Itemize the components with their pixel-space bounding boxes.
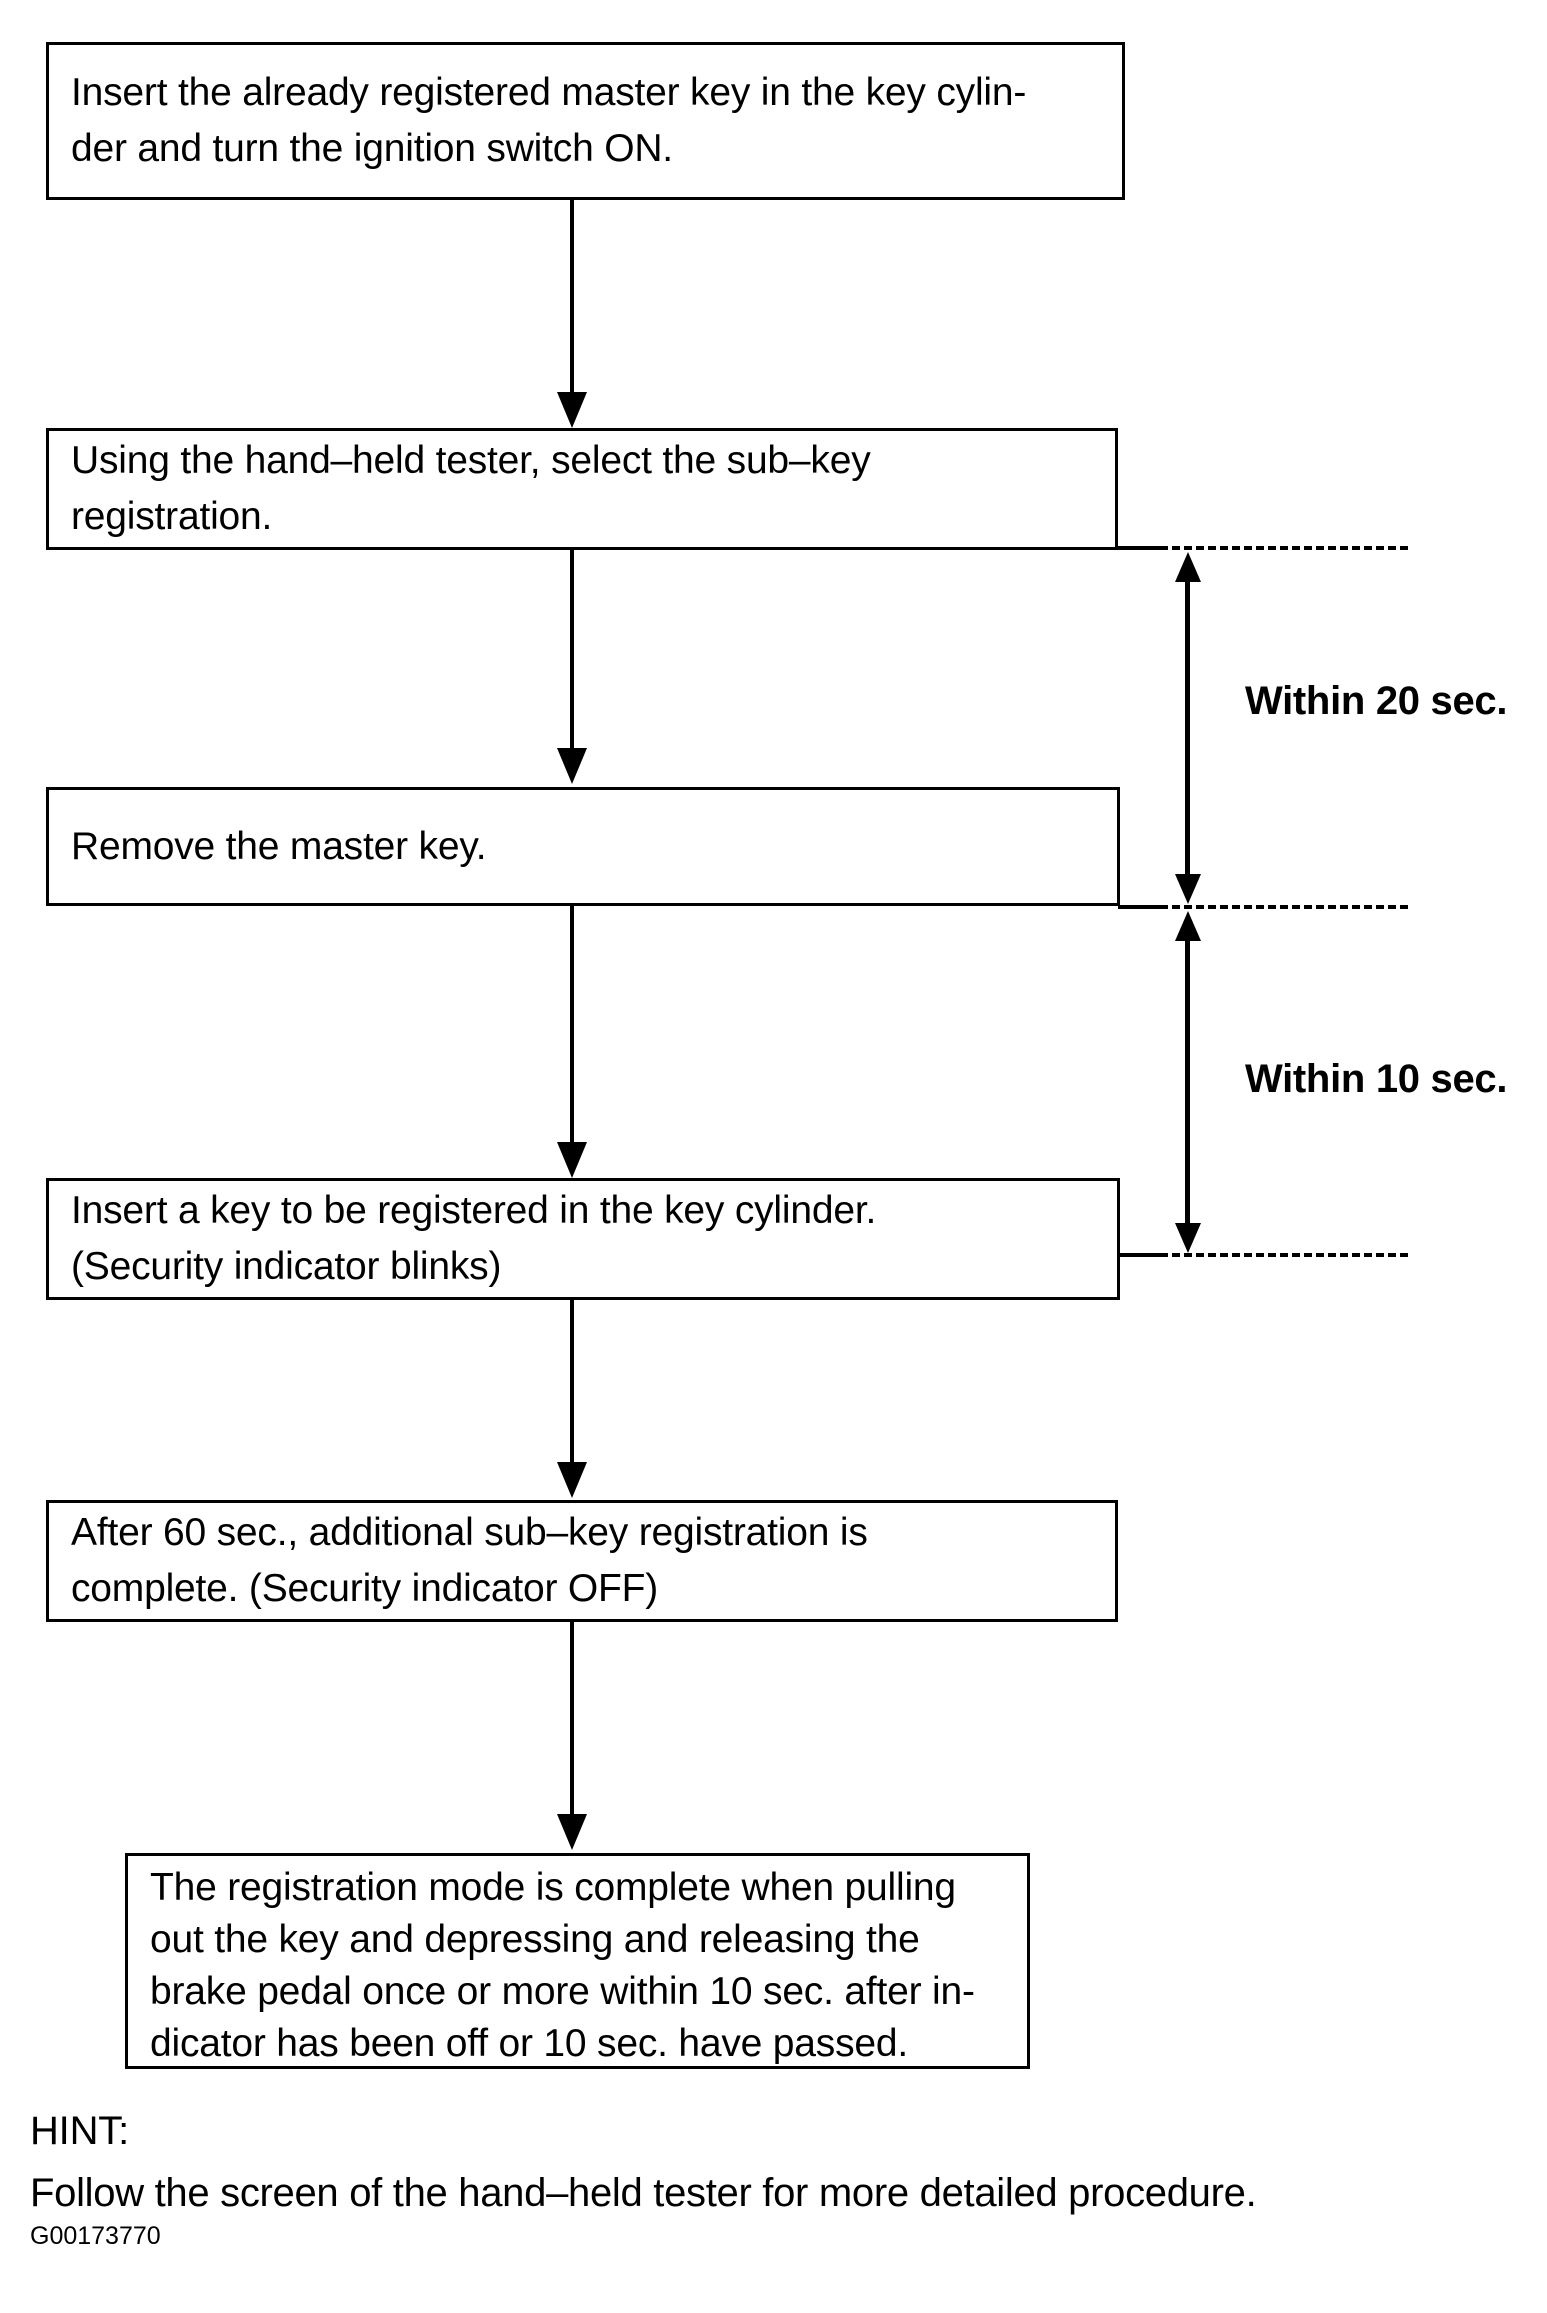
timing-20-top-arrowhead [1175, 552, 1201, 582]
flow-step-6-line-4: dicator has been off or 10 sec. have pas… [150, 2022, 908, 2065]
arrowhead-step2-to-step3 [557, 748, 587, 784]
arrowhead-step5-to-step6 [557, 1814, 587, 1850]
flow-step-1-line-2: der and turn the ignition switch ON. [71, 127, 673, 170]
flow-step-2-line-2: registration. [71, 495, 273, 538]
timing-10-axis-line [1185, 918, 1190, 1246]
timing-20-top-dashed-line [1160, 546, 1408, 550]
flow-step-1-box: Insert the already registered master key… [46, 42, 1125, 200]
timing-10-top-dashed-line [1160, 905, 1408, 909]
connector-step1-to-step2 [570, 200, 574, 396]
flow-step-6-line-1: The registration mode is complete when p… [150, 1866, 956, 1909]
connector-step4-to-step5 [570, 1300, 574, 1464]
flow-step-5-box: After 60 sec., additional sub–key regist… [46, 1500, 1118, 1622]
flow-step-6-box: The registration mode is complete when p… [125, 1853, 1030, 2069]
timing-10-label: Within 10 sec. [1245, 1057, 1508, 1101]
timing-20-top-solid-stub [1118, 546, 1166, 550]
document-code: G00173770 [30, 2222, 161, 2250]
flow-step-3-box: Remove the master key. [46, 787, 1120, 906]
connector-step2-to-step3 [570, 550, 574, 750]
timing-20-axis-line [1185, 560, 1190, 896]
timing-10-top-arrowhead [1175, 911, 1201, 941]
timing-10-top-solid-stub [1118, 905, 1166, 909]
flow-step-2-line-1: Using the hand–held tester, select the s… [71, 439, 871, 482]
hint-text: Follow the screen of the hand–held teste… [30, 2171, 1257, 2215]
connector-step5-to-step6 [570, 1622, 574, 1818]
arrowhead-step4-to-step5 [557, 1462, 587, 1498]
connector-step3-to-step4 [570, 906, 574, 1146]
timing-10-bottom-arrowhead [1175, 1223, 1201, 1253]
timing-10-bottom-solid-stub [1118, 1253, 1166, 1257]
flow-step-4-line-2: (Security indicator blinks) [71, 1245, 502, 1288]
timing-20-bottom-arrowhead [1175, 874, 1201, 904]
timing-20-label: Within 20 sec. [1245, 679, 1508, 723]
timing-10-bottom-dashed-line [1160, 1253, 1408, 1257]
flow-step-5-line-1: After 60 sec., additional sub–key regist… [71, 1511, 868, 1554]
flow-step-1-line-1: Insert the already registered master key… [71, 71, 1027, 114]
flow-step-5-line-2: complete. (Security indicator OFF) [71, 1567, 659, 1610]
arrowhead-step3-to-step4 [557, 1142, 587, 1178]
flow-step-4-box: Insert a key to be registered in the key… [46, 1178, 1120, 1300]
hint-label: HINT: [30, 2109, 130, 2153]
flow-step-4-line-1: Insert a key to be registered in the key… [71, 1189, 877, 1232]
flow-step-6-line-3: brake pedal once or more within 10 sec. … [150, 1970, 975, 2013]
flow-step-2-box: Using the hand–held tester, select the s… [46, 428, 1118, 550]
flow-step-6-line-2: out the key and depressing and releasing… [150, 1918, 920, 1961]
flow-step-3-line-1: Remove the master key. [71, 824, 487, 868]
arrowhead-step1-to-step2 [557, 392, 587, 428]
